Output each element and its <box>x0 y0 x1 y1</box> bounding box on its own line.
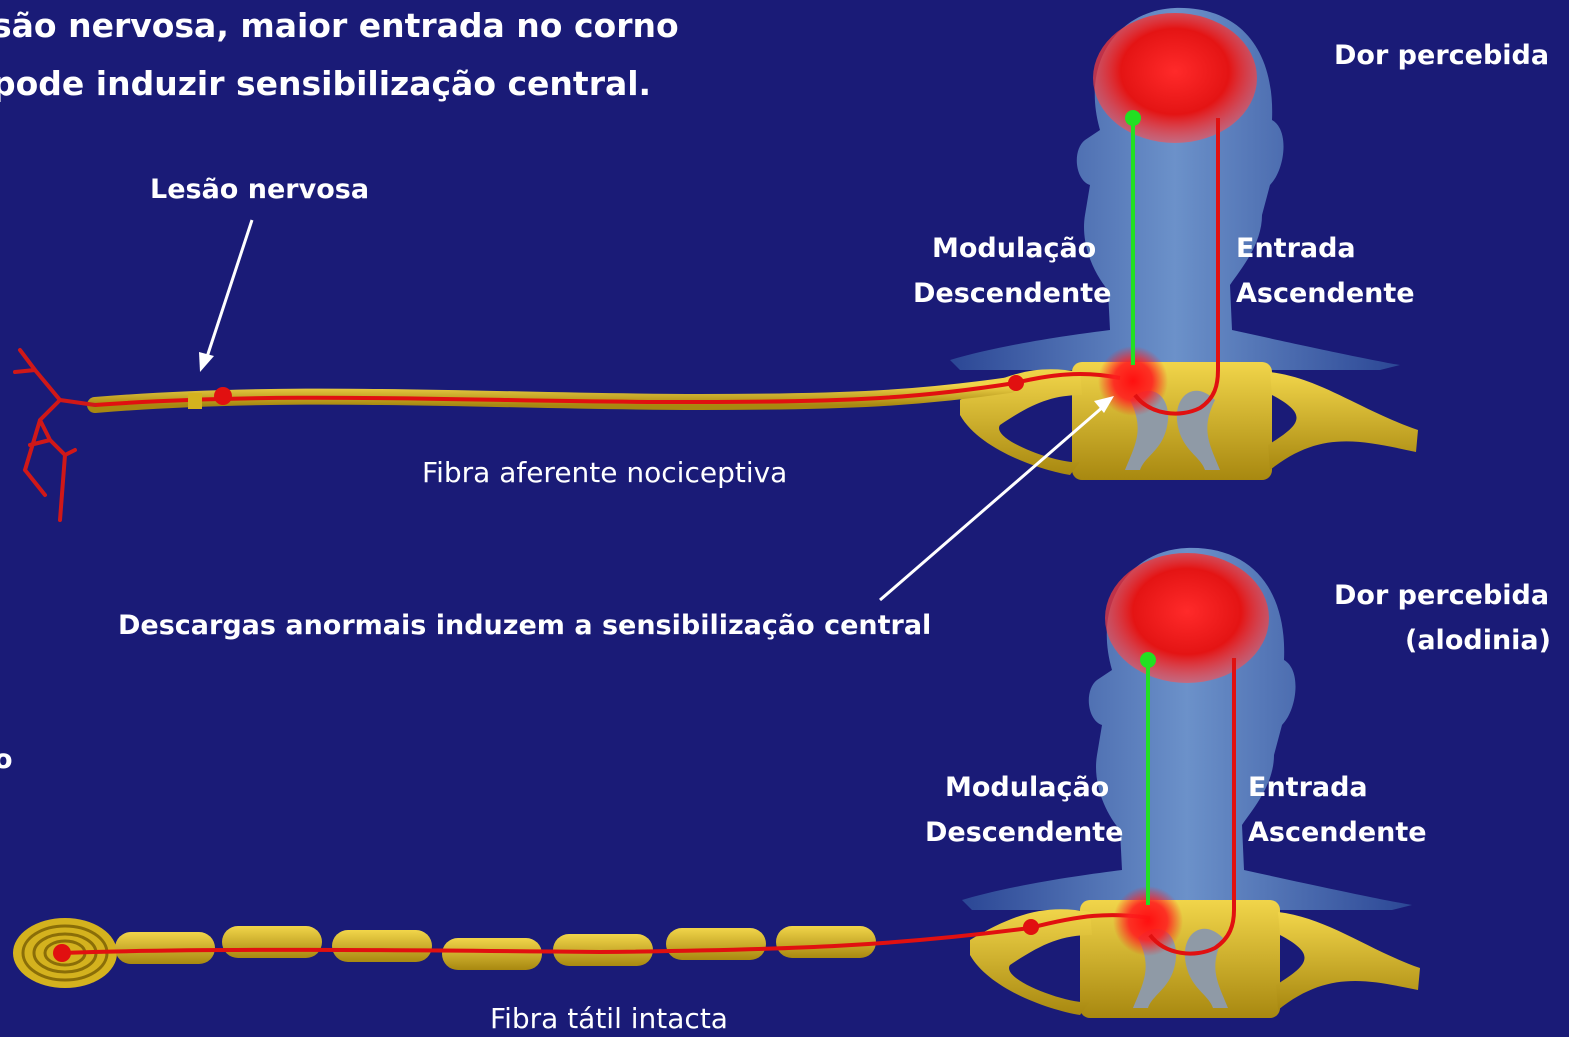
nociceptive-fiber-label: Fibra aferente nociceptiva <box>422 456 787 489</box>
descending-origin-dot-2 <box>1140 652 1156 668</box>
title-line-1: são nervosa, maior entrada no corno <box>0 6 679 45</box>
brain <box>1093 13 1257 143</box>
tactile-fiber-label: Fibra tátil intacta <box>490 1002 728 1035</box>
root-ganglion-dot-2 <box>1023 919 1039 935</box>
cut-off-fragment: o <box>0 744 13 775</box>
ascending-input-2-line-2: Ascendente <box>1248 817 1427 848</box>
descending-modulation-2-line-2: Descendente <box>925 817 1123 848</box>
title-line-2: pode induzir sensibilização central. <box>0 64 651 103</box>
nerve-root-right-2 <box>1276 912 1420 1010</box>
lesion-spot <box>214 387 232 405</box>
descending-modulation-line-2: Descendente <box>913 278 1111 309</box>
nerve-endings <box>15 350 95 520</box>
allodynia-pain-line-1: Dor percebida <box>1334 580 1549 611</box>
brain-2 <box>1105 553 1269 683</box>
root-ganglion-dot <box>1008 375 1024 391</box>
allodynia-pain-line-2: (alodinia) <box>1405 625 1551 656</box>
ascending-input-line-2: Ascendente <box>1236 278 1415 309</box>
sensitization-annotation: Descargas anormais induzem a sensibiliza… <box>118 610 931 641</box>
nerve-root-right <box>1268 372 1418 470</box>
lesion-gap <box>188 393 202 409</box>
lesion-arrow <box>199 220 252 372</box>
receptor-dot <box>53 944 71 962</box>
descending-origin-dot <box>1125 110 1141 126</box>
descending-modulation-2-line-1: Modulação <box>945 772 1109 803</box>
lesion-label: Lesão nervosa <box>150 174 369 205</box>
perceived-pain-label: Dor percebida <box>1334 40 1549 71</box>
descending-modulation-line-1: Modulação <box>932 233 1096 264</box>
ascending-input-line-1: Entrada <box>1236 233 1356 264</box>
ascending-input-2-line-1: Entrada <box>1248 772 1368 803</box>
